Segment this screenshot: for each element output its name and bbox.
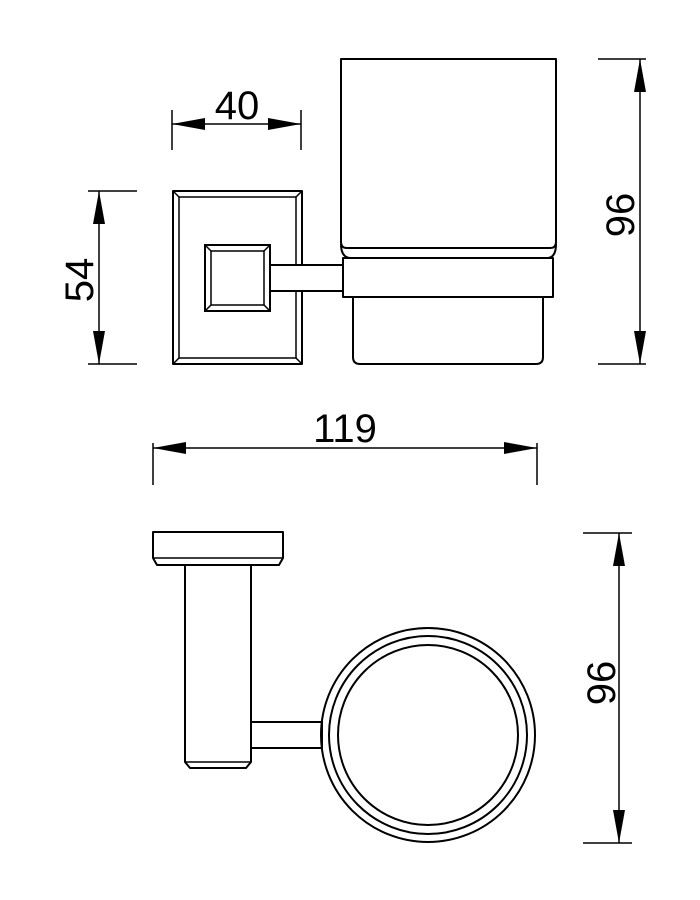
- dimension-width-40: 40: [171, 84, 302, 150]
- dimension-label-96-bottom: 96: [580, 661, 624, 706]
- dimension-label-40: 40: [215, 84, 260, 128]
- dimension-label-54: 54: [58, 258, 102, 303]
- front-view: [172, 58, 557, 365]
- dimension-label-119: 119: [313, 407, 377, 451]
- support-arm: [269, 264, 344, 292]
- mounting-flange: [152, 531, 284, 566]
- top-view: [152, 531, 536, 843]
- wall-post: [184, 565, 252, 769]
- dimension-height-96-bottom: 96: [580, 532, 632, 844]
- cup-ring: [320, 627, 536, 843]
- dimension-height-54: 54: [58, 190, 137, 365]
- square-boss: [204, 244, 271, 312]
- dimension-height-96-top: 96: [598, 58, 646, 365]
- ring-arm: [250, 721, 323, 749]
- tumbler-cup: [340, 58, 557, 365]
- dimension-label-96-top: 96: [599, 193, 643, 238]
- dimension-depth-119: 119: [152, 407, 538, 485]
